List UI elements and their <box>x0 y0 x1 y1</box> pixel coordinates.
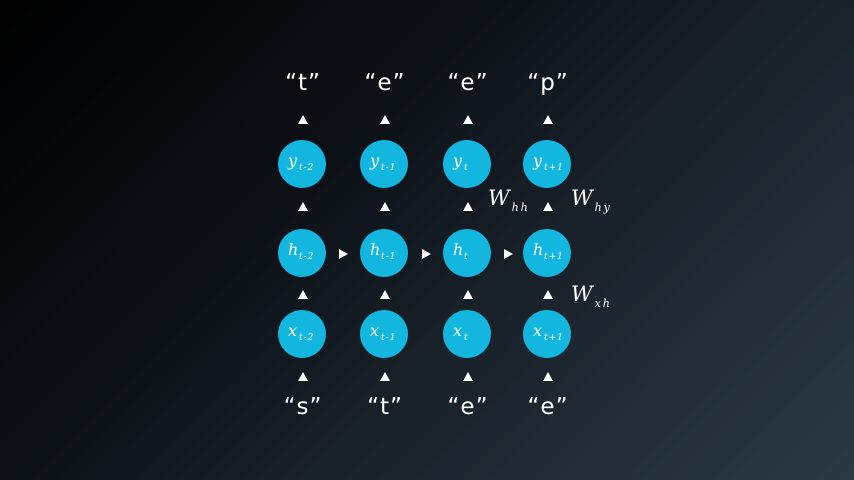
output-char: “t” <box>285 70 321 96</box>
hidden-node: h t <box>443 229 491 277</box>
output-node: y t-2 <box>278 140 326 188</box>
node-symbol: h <box>453 240 464 259</box>
up-arrow-icon <box>543 115 553 124</box>
up-arrow-icon <box>463 115 473 124</box>
up-arrow-icon <box>543 202 553 211</box>
node-subscript: t <box>464 252 469 262</box>
weight-subscript: hh <box>511 201 530 214</box>
weight-symbol: W <box>571 282 593 306</box>
node-symbol: x <box>370 321 380 340</box>
input-char: “t” <box>367 394 403 420</box>
up-arrow-icon <box>298 115 308 124</box>
up-arrow-icon <box>380 202 390 211</box>
node-symbol: h <box>288 240 299 259</box>
up-arrow-icon <box>380 115 390 124</box>
input-node: x t <box>443 310 491 358</box>
up-arrow-icon <box>463 372 473 381</box>
input-node: x t-2 <box>278 310 326 358</box>
node-symbol: x <box>453 321 463 340</box>
input-node: x t-1 <box>360 310 408 358</box>
right-arrow-icon <box>504 249 513 259</box>
node-subscript: t <box>464 333 469 343</box>
node-subscript: t-1 <box>381 252 397 262</box>
up-arrow-icon <box>380 290 390 299</box>
up-arrow-icon <box>298 202 308 211</box>
node-subscript: t-1 <box>381 333 397 343</box>
output-char: “p” <box>527 70 569 96</box>
node-subscript: t+1 <box>544 333 564 343</box>
node-symbol: y <box>453 151 463 170</box>
node-symbol: y <box>370 151 380 170</box>
right-arrow-icon <box>422 249 431 259</box>
right-arrow-icon <box>339 249 348 259</box>
hidden-node: h t-2 <box>278 229 326 277</box>
up-arrow-icon <box>543 290 553 299</box>
node-subscript: t-2 <box>299 333 315 343</box>
output-node: y t-1 <box>360 140 408 188</box>
up-arrow-icon <box>463 202 473 211</box>
node-subscript: t-2 <box>299 252 315 262</box>
weight-subscript: xh <box>594 297 612 310</box>
hidden-node: h t+1 <box>523 229 571 277</box>
up-arrow-icon <box>543 372 553 381</box>
input-char: “e” <box>527 394 569 420</box>
hidden-node: h t-1 <box>360 229 408 277</box>
node-subscript: t-1 <box>381 163 397 173</box>
up-arrow-icon <box>380 372 390 381</box>
output-char: “e” <box>447 70 489 96</box>
output-node: y t <box>443 140 491 188</box>
node-subscript: t-2 <box>299 163 315 173</box>
weight-symbol: W <box>488 186 510 210</box>
input-char: “e” <box>447 394 489 420</box>
up-arrow-icon <box>298 290 308 299</box>
node-symbol: x <box>288 321 298 340</box>
up-arrow-icon <box>298 372 308 381</box>
node-subscript: t+1 <box>544 252 564 262</box>
input-char: “s” <box>283 394 323 420</box>
node-symbol: h <box>370 240 381 259</box>
weight-symbol: W <box>571 186 593 210</box>
node-symbol: h <box>533 240 544 259</box>
node-subscript: t+1 <box>544 163 564 173</box>
node-symbol: y <box>533 151 543 170</box>
node-symbol: x <box>533 321 543 340</box>
weight-subscript: hy <box>594 201 612 214</box>
up-arrow-icon <box>463 290 473 299</box>
node-symbol: y <box>288 151 298 170</box>
input-node: x t+1 <box>523 310 571 358</box>
node-subscript: t <box>464 163 469 173</box>
output-char: “e” <box>364 70 406 96</box>
output-node: y t+1 <box>523 140 571 188</box>
